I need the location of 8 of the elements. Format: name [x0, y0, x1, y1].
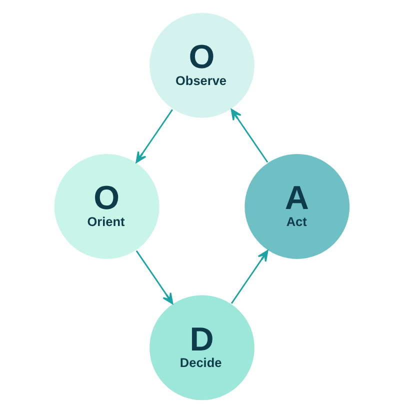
node-circle: D Decide: [148, 294, 256, 402]
arrow: [136, 109, 174, 163]
arrow: [230, 250, 268, 304]
node-circle: O Observe: [148, 12, 256, 119]
arrow: [230, 108, 268, 163]
arrow: [136, 250, 174, 304]
node-circle: O Orient: [53, 153, 160, 260]
node-circle: A Act: [244, 153, 351, 260]
